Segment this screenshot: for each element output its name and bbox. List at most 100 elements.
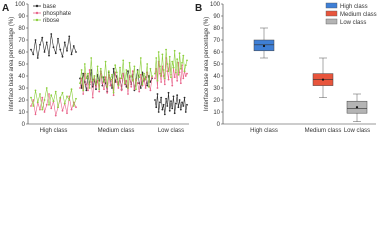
figure-canvas: A Interface base area percentage (%) 010… xyxy=(2,2,377,134)
series-point-phosphate xyxy=(66,112,68,115)
panel-a-legend: base phosphate ribose xyxy=(33,4,72,24)
series-point-ribose xyxy=(162,69,165,71)
series-point-ribose xyxy=(50,94,53,97)
series-point-phosphate xyxy=(115,81,118,83)
series-point-ribose xyxy=(141,83,144,86)
series-point-base xyxy=(171,107,174,110)
series-point-phosphate xyxy=(109,84,112,87)
series-point-base xyxy=(127,70,129,73)
series-point-phosphate xyxy=(186,72,188,75)
legend-phosphate-marker xyxy=(35,11,39,15)
series-point-phosphate xyxy=(179,82,182,85)
series-point-phosphate xyxy=(103,88,105,91)
series-point-ribose xyxy=(176,58,179,61)
series-point-phosphate xyxy=(173,76,176,79)
series-line-base xyxy=(30,33,77,59)
series-point-base xyxy=(156,93,159,95)
series-point-ribose xyxy=(61,91,64,94)
series-point-base xyxy=(48,54,50,57)
panel-a-series xyxy=(30,33,188,117)
series-line-ribose xyxy=(79,57,153,93)
series-point-ribose xyxy=(155,57,158,59)
legend-medium-class-swatch xyxy=(325,10,338,17)
series-line-base xyxy=(154,92,188,115)
series-point-base xyxy=(139,87,142,89)
series-point-phosphate xyxy=(136,82,139,85)
series-point-ribose xyxy=(123,82,126,85)
series-point-ribose xyxy=(83,63,86,65)
series-point-base xyxy=(30,48,32,51)
series-point-ribose xyxy=(147,85,150,88)
series-point-ribose xyxy=(167,70,170,73)
series-point-phosphate xyxy=(41,96,44,99)
panel-a-y-tick-label: 0 xyxy=(22,122,26,128)
series-point-phosphate xyxy=(85,83,88,86)
series-point-ribose xyxy=(54,90,57,93)
series-point-ribose xyxy=(39,93,41,95)
series-point-ribose xyxy=(136,70,139,73)
series-point-base xyxy=(72,45,75,47)
series-point-ribose xyxy=(171,60,174,63)
series-point-base xyxy=(175,102,177,105)
series-point-phosphate xyxy=(138,90,141,93)
series-point-ribose xyxy=(107,70,110,73)
series-point-phosphate xyxy=(162,75,165,77)
series-point-phosphate xyxy=(54,114,57,117)
series-point-base xyxy=(149,81,152,83)
series-point-base xyxy=(161,108,164,111)
series-point-base xyxy=(112,67,115,70)
panel-b-x-tick-label: High class xyxy=(250,128,278,134)
series-point-phosphate xyxy=(70,108,73,111)
legend-ribose-marker xyxy=(35,18,39,22)
series-point-ribose xyxy=(160,75,163,77)
series-point-ribose xyxy=(98,88,101,91)
series-point-phosphate xyxy=(166,70,169,73)
series-point-base xyxy=(163,113,166,116)
series-point-phosphate xyxy=(122,72,125,75)
series-line-phosphate xyxy=(79,69,153,98)
panel-a-y-tick-label: 80 xyxy=(18,26,25,32)
series-point-base xyxy=(160,96,163,99)
series-point-phosphate xyxy=(119,77,121,80)
series-point-base xyxy=(186,103,188,106)
series-point-ribose xyxy=(178,52,181,55)
series-point-base xyxy=(32,53,35,56)
series-point-phosphate xyxy=(75,106,77,109)
series-point-phosphate xyxy=(88,69,91,71)
series-point-phosphate xyxy=(48,93,50,95)
series-point-ribose xyxy=(177,73,180,76)
panel-a-x-tick-label: High class xyxy=(40,128,68,134)
series-point-base xyxy=(39,43,41,46)
series-point-ribose xyxy=(133,65,136,68)
series-point-ribose xyxy=(179,67,182,70)
series-point-base xyxy=(36,57,39,59)
series-point-ribose xyxy=(149,67,152,70)
series-point-phosphate xyxy=(43,111,46,113)
legend-low-class-label: Low class xyxy=(340,20,366,26)
series-point-ribose xyxy=(138,76,141,79)
series-point-base xyxy=(146,84,149,87)
series-point-phosphate xyxy=(154,77,156,80)
series-point-ribose xyxy=(131,79,134,82)
series-point-ribose xyxy=(106,85,109,88)
series-point-ribose xyxy=(103,81,105,83)
series-point-base xyxy=(70,53,73,56)
series-point-phosphate xyxy=(82,93,85,95)
series-point-base xyxy=(182,105,185,107)
series-point-ribose xyxy=(48,103,50,106)
series-point-base xyxy=(176,94,179,97)
legend-high-class-swatch xyxy=(325,2,338,9)
series-point-base xyxy=(166,105,169,107)
series-point-base xyxy=(54,52,57,55)
series-point-phosphate xyxy=(95,85,97,88)
series-point-base xyxy=(170,100,172,103)
series-point-ribose xyxy=(181,61,183,64)
series-point-ribose xyxy=(186,59,188,62)
series-point-phosphate xyxy=(106,91,109,94)
panel-b-y-tick-label: 0 xyxy=(217,122,221,128)
series-point-phosphate xyxy=(34,113,37,116)
series-point-base xyxy=(157,111,160,113)
series-point-ribose xyxy=(143,72,145,75)
